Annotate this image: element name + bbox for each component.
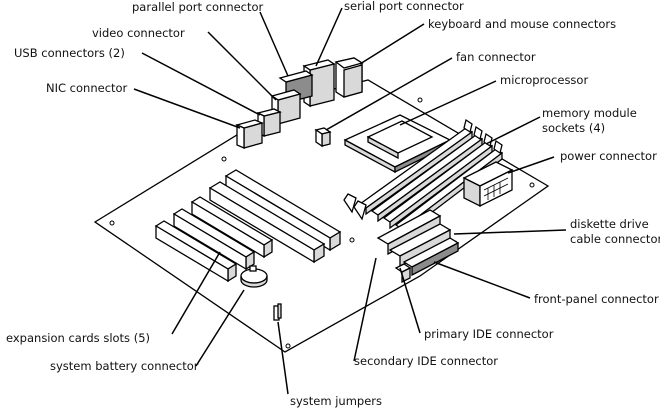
label-memory-module-sockets-line2: sockets (4)	[542, 121, 605, 135]
leader-lines	[133, 7, 567, 395]
fan-connector	[314, 127, 332, 148]
label-diskette-drive-line2: cable connector	[570, 232, 660, 246]
label-fan-connector: fan connector	[456, 50, 536, 64]
motherboard-board	[93, 79, 550, 353]
label-diskette-drive-line1: diskette drive	[570, 217, 649, 231]
system-battery-connector	[240, 265, 268, 288]
label-system-battery-connector: system battery connector	[50, 359, 199, 373]
label-front-panel-connector: front-panel connector	[534, 292, 659, 306]
label-usb-connectors: USB connectors (2)	[14, 46, 125, 60]
label-serial-port-connector: serial port connector	[344, 0, 464, 13]
label-memory-module-sockets-line1: memory module	[542, 106, 637, 120]
label-expansion-card-slots: expansion cards slots (5)	[6, 331, 150, 345]
label-secondary-ide-connector: secondary IDE connector	[354, 354, 498, 368]
label-video-connector: video connector	[92, 26, 185, 40]
label-power-connector: power connector	[560, 149, 657, 163]
label-parallel-port-connector: parallel port connector	[132, 0, 264, 14]
label-keyboard-mouse-connectors: keyboard and mouse connectors	[428, 17, 616, 31]
ide-connectors	[376, 209, 460, 284]
callout-labels: parallel port connector serial port conn…	[6, 0, 660, 408]
label-microprocessor: microprocessor	[500, 73, 588, 87]
expansion-card-slots	[154, 169, 342, 283]
rear-io-connectors	[235, 57, 364, 149]
label-primary-ide-connector: primary IDE connector	[424, 327, 554, 341]
label-nic-connector: NIC connector	[46, 81, 128, 95]
system-jumpers	[273, 303, 282, 321]
power-connector	[462, 161, 514, 208]
microprocessor	[343, 114, 452, 174]
label-system-jumpers: system jumpers	[290, 394, 382, 408]
